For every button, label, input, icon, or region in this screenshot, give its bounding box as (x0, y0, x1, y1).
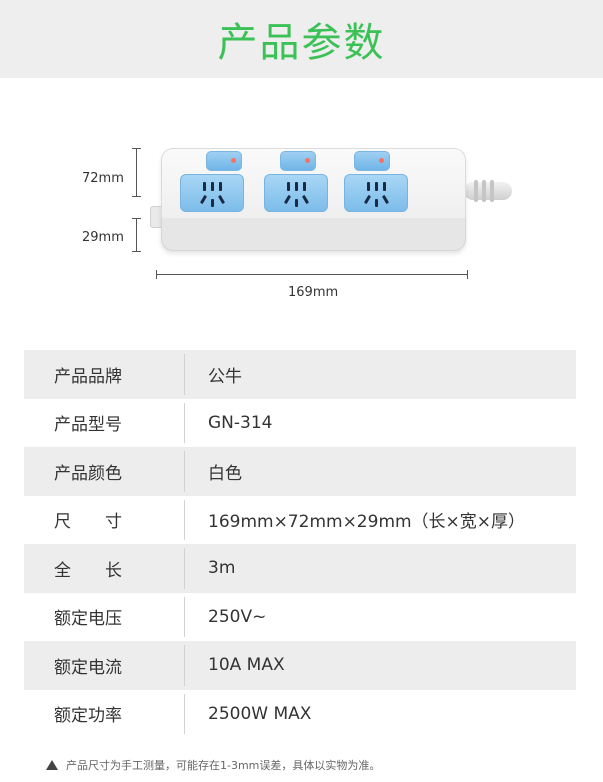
spec-row-size: 尺 寸 169mm×72mm×29mm（长×宽×厚） (24, 496, 576, 545)
page-title: 产品参数 (217, 20, 386, 66)
spec-label: 额定功率 (54, 706, 122, 727)
dim-height-label: 72mm (82, 171, 124, 186)
power-strip-base (161, 218, 466, 251)
spec-divider (184, 645, 185, 686)
power-cable (464, 182, 512, 200)
spec-divider (184, 451, 185, 492)
warning-icon (46, 760, 58, 770)
spec-value: 250V~ (208, 606, 267, 627)
spec-row-current: 额定电流 10A MAX (24, 641, 576, 690)
spec-value: GN-314 (208, 412, 273, 433)
dim-tick (132, 196, 141, 197)
spec-value: 白色 (208, 463, 242, 484)
socket-3 (344, 174, 408, 212)
dim-tick (132, 148, 141, 149)
switch-2 (280, 151, 316, 171)
dim-thickness-line (136, 218, 137, 251)
spec-value: 169mm×72mm×29mm（长×宽×厚） (208, 512, 526, 533)
spec-divider (184, 499, 185, 540)
spec-row-color: 产品颜色 白色 (24, 447, 576, 496)
cable-ring (490, 180, 494, 202)
spec-label: 额定电压 (54, 609, 122, 630)
spec-row-brand: 产品品牌 公牛 (24, 350, 576, 399)
dim-height-line (136, 148, 137, 196)
spec-divider (184, 548, 185, 589)
spec-table: 产品品牌 公牛 产品型号 GN-314 产品颜色 白色 尺 寸 169mm×72… (24, 350, 576, 738)
spec-value: 10A MAX (208, 655, 285, 676)
spec-label: 全 长 (54, 560, 122, 581)
spec-value: 3m (208, 558, 236, 579)
spec-divider (184, 354, 185, 395)
header-banner: 产品参数 (0, 0, 603, 78)
switch-3 (354, 151, 390, 171)
socket-2 (264, 174, 328, 212)
dim-tick (132, 218, 141, 219)
spec-label: 产品型号 (54, 415, 122, 436)
dim-length-label: 169mm (288, 285, 339, 300)
spec-divider (184, 693, 185, 734)
spec-row-model: 产品型号 GN-314 (24, 399, 576, 448)
spec-label: 产品颜色 (54, 463, 122, 484)
spec-label: 额定电流 (54, 657, 122, 678)
dim-tick (156, 270, 157, 279)
spec-value: 公牛 (208, 366, 242, 387)
dim-tick (132, 251, 141, 252)
spec-divider (184, 402, 185, 443)
dim-tick (467, 270, 468, 279)
dim-length-line (156, 274, 468, 275)
spec-value: 2500W MAX (208, 703, 312, 724)
spec-divider (184, 596, 185, 637)
spec-row-length: 全 长 3m (24, 544, 576, 593)
switch-1 (206, 151, 242, 171)
cable-ring (474, 180, 478, 202)
product-diagram: 72mm 29mm 169mm (0, 78, 603, 340)
spec-label: 尺 寸 (54, 512, 122, 533)
socket-1 (180, 174, 244, 212)
spec-row-power: 额定功率 2500W MAX (24, 690, 576, 739)
note-text: 产品尺寸为手工测量，可能存在1-3mm误差，具体以实物为准。 (66, 759, 381, 772)
spec-label: 产品品牌 (54, 366, 122, 387)
measurement-note: 产品尺寸为手工测量，可能存在1-3mm误差，具体以实物为准。 (46, 757, 380, 773)
dim-thickness-label: 29mm (82, 230, 124, 245)
cable-ring (482, 180, 486, 202)
spec-row-voltage: 额定电压 250V~ (24, 593, 576, 642)
